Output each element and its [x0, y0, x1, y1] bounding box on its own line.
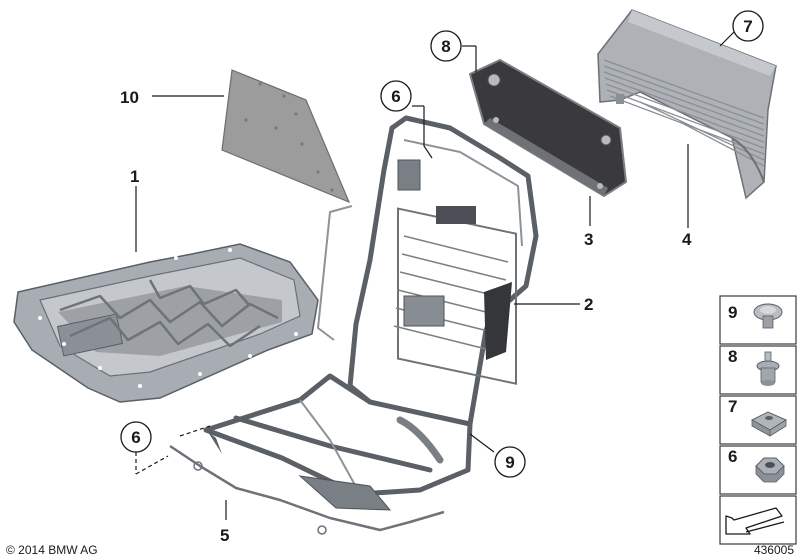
- callout-6-lower: 6: [120, 421, 152, 453]
- hex-nut-icon: [755, 457, 785, 483]
- svg-text:10: 10: [120, 88, 139, 107]
- svg-text:9: 9: [728, 303, 737, 322]
- svg-text:8: 8: [441, 37, 450, 56]
- part-rear-panel: [468, 58, 628, 198]
- svg-text:6: 6: [391, 87, 400, 106]
- copyright-notice: © 2014 BMW AG: [6, 543, 98, 557]
- part-felt-mat: [221, 69, 351, 204]
- callout-4: 4: [682, 230, 692, 249]
- svg-text:1: 1: [130, 167, 139, 186]
- orientation-arrow-icon: [725, 507, 785, 535]
- callout-1: 1: [130, 167, 139, 186]
- legend-item-8: 8: [728, 347, 780, 386]
- part-back-cover: [597, 9, 777, 200]
- callout-9: 9: [494, 446, 526, 478]
- fastener-legend: 9 8 7 6: [719, 295, 797, 545]
- part-seat-pan: [13, 243, 319, 403]
- svg-text:9: 9: [505, 453, 514, 472]
- svg-text:6: 6: [131, 428, 140, 447]
- legend-item-9: 9: [728, 303, 783, 329]
- expanding-rivet-icon: [756, 351, 780, 386]
- diagram-id: 436005: [754, 543, 794, 557]
- leader-lines: [135, 29, 737, 520]
- svg-text:8: 8: [728, 347, 737, 366]
- part-seat-base: [169, 373, 473, 535]
- svg-text:7: 7: [728, 397, 737, 416]
- callout-10: 10: [120, 88, 139, 107]
- callout-3: 3: [584, 230, 593, 249]
- legend-item-6: 6: [728, 447, 785, 483]
- callout-2: 2: [584, 295, 593, 314]
- legend-item-7: 7: [728, 397, 788, 437]
- callout-8: 8: [430, 30, 462, 62]
- callout-7: 7: [732, 10, 764, 42]
- callout-5: 5: [220, 526, 229, 545]
- push-rivet-icon: [753, 303, 783, 329]
- callout-6-upper: 6: [380, 80, 412, 112]
- svg-text:6: 6: [728, 447, 737, 466]
- svg-text:7: 7: [743, 17, 752, 36]
- svg-text:5: 5: [220, 526, 229, 545]
- clip-nut-icon: [750, 411, 788, 437]
- part-backrest-frame: [317, 115, 539, 427]
- svg-text:4: 4: [682, 230, 692, 249]
- svg-text:2: 2: [584, 295, 593, 314]
- svg-text:3: 3: [584, 230, 593, 249]
